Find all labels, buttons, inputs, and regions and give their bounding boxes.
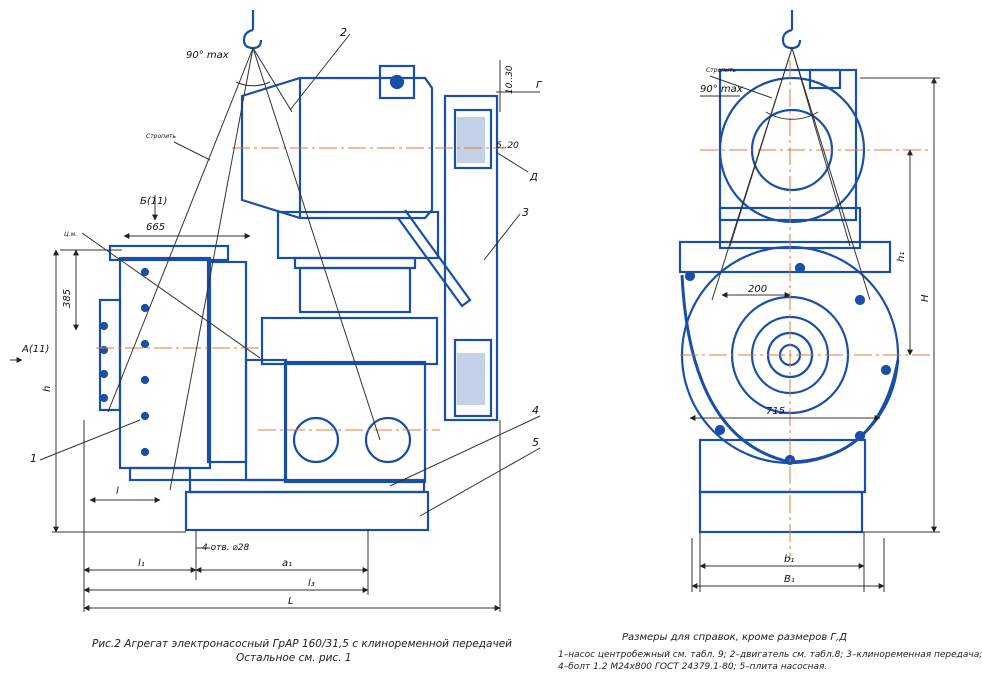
- bearing-housing: [283, 360, 427, 484]
- dim-385: 385: [62, 289, 73, 308]
- pump-casing: [118, 256, 212, 470]
- reference-note: Размеры для справок, кроме размеров Г,Д: [622, 632, 847, 643]
- figure-caption: Рис.2 Агрегат электронасосный ГрАР 160/3…: [92, 638, 512, 650]
- motor-terminal-box: [378, 64, 416, 100]
- position-5: 5: [532, 436, 539, 449]
- view-a-label: А(11): [21, 344, 49, 355]
- dim-H: H: [920, 294, 931, 302]
- belt-guard: [443, 94, 499, 422]
- side-view: [98, 10, 499, 532]
- holes-label: 4 отв. ⌀28: [202, 543, 250, 553]
- dim-665: 665: [146, 222, 165, 233]
- parts-legend-line1: 1–насос центробежный см. табл. 9; 2–двиг…: [558, 650, 982, 660]
- cm-label: Ц.м.: [64, 231, 77, 238]
- parts-legend-line2: 4–болт 1.2 М24х800 ГОСТ 24379.1-80; 5–пл…: [558, 662, 828, 672]
- crane-hook-right: [781, 10, 802, 50]
- view-b-label: Б(11): [140, 196, 167, 207]
- dim-a1: a₁: [282, 558, 292, 569]
- position-3: 3: [522, 206, 529, 219]
- dim-l3: l₃: [308, 578, 315, 589]
- base-plate-front: [698, 490, 864, 534]
- dim-h1: h₁: [896, 252, 907, 262]
- dim-l: l: [116, 486, 119, 497]
- dim-5-20: 5..20: [496, 141, 519, 151]
- dim-10-30: 10..30: [505, 65, 515, 94]
- dim-b1: b₁: [784, 554, 794, 565]
- position-1: 1: [30, 452, 37, 465]
- drawing-labels: 90° max 90° max Стропить Стропить 1 2 3 …: [21, 26, 931, 607]
- motor-body: [240, 76, 434, 220]
- angle-left-label: 90° max: [186, 50, 229, 61]
- dim-L: L: [288, 596, 294, 607]
- dim-715: 715: [766, 406, 785, 417]
- dim-D: Д: [529, 172, 538, 183]
- sling-right-label: Стропить: [706, 67, 736, 74]
- position-2: 2: [340, 26, 347, 39]
- crane-hook-left: [242, 10, 263, 50]
- position-4: 4: [532, 404, 539, 417]
- dim-G: Г: [536, 80, 543, 91]
- base-plate: [184, 490, 430, 532]
- angle-right-label: 90° max: [700, 84, 743, 95]
- dim-l1: l₁: [138, 558, 145, 569]
- dim-B1: B₁: [784, 574, 795, 585]
- figure-caption-subline: Остальное см. рис. 1: [236, 652, 352, 664]
- left-center-lines: [96, 147, 505, 431]
- dim-200: 200: [748, 284, 767, 295]
- sling-left-label: Стропить: [146, 133, 176, 140]
- belt-guard-front: [678, 240, 892, 274]
- right-center-lines: [680, 60, 930, 560]
- right-dimensions: [689, 47, 940, 592]
- left-dimensions: [10, 33, 541, 612]
- dim-h: h: [42, 386, 53, 392]
